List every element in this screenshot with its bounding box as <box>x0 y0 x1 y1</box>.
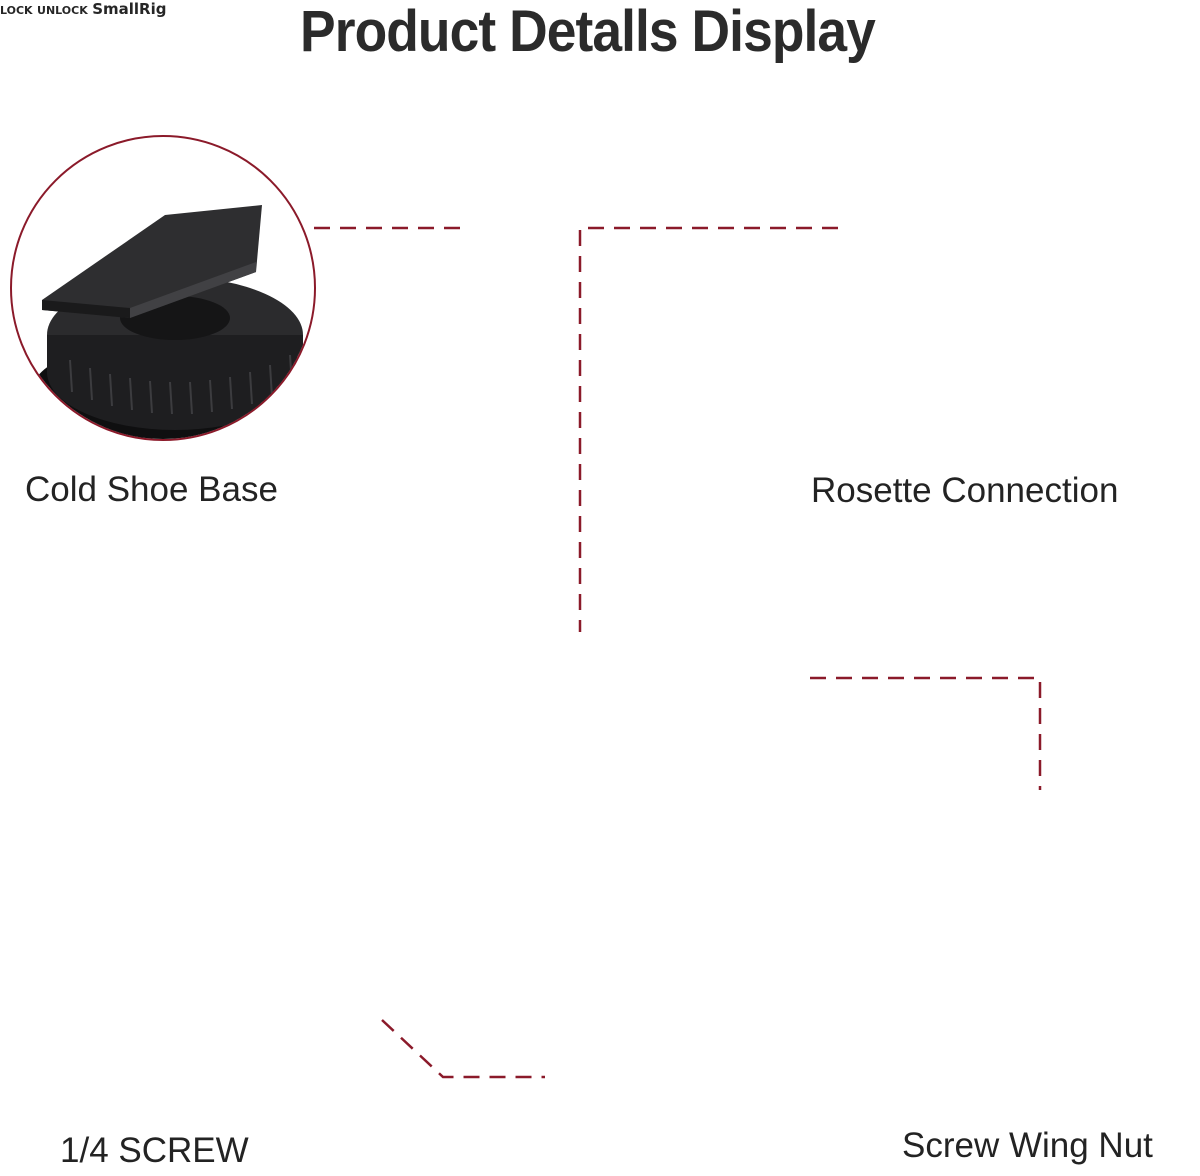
label-screw-wing-nut: Screw Wing Nut <box>902 1126 1153 1165</box>
connector-rosette <box>578 226 838 632</box>
label-rosette-connection: Rosette Connection <box>811 471 1119 510</box>
connector-wing-nut <box>810 676 1042 790</box>
magic-arm-product: SmallRig <box>92 0 167 18</box>
label-cold-shoe-base: Cold Shoe Base <box>25 470 278 509</box>
smallrig-logo: SmallRig <box>92 0 167 18</box>
connector-lines <box>314 226 1042 1079</box>
cold-shoe-detail-circle <box>10 135 316 441</box>
page-title: Product Detalls Display <box>300 0 876 64</box>
label-quarter-screw: 1/4 SCREW <box>60 1131 249 1170</box>
wing-nut-unlock-text: UNLOCK <box>37 4 88 17</box>
connector-quarter-screw <box>381 1019 545 1079</box>
wing-nut-detail-circle: LOCK UNLOCK <box>0 1 92 18</box>
wing-nut-lock-text: LOCK <box>0 4 33 17</box>
